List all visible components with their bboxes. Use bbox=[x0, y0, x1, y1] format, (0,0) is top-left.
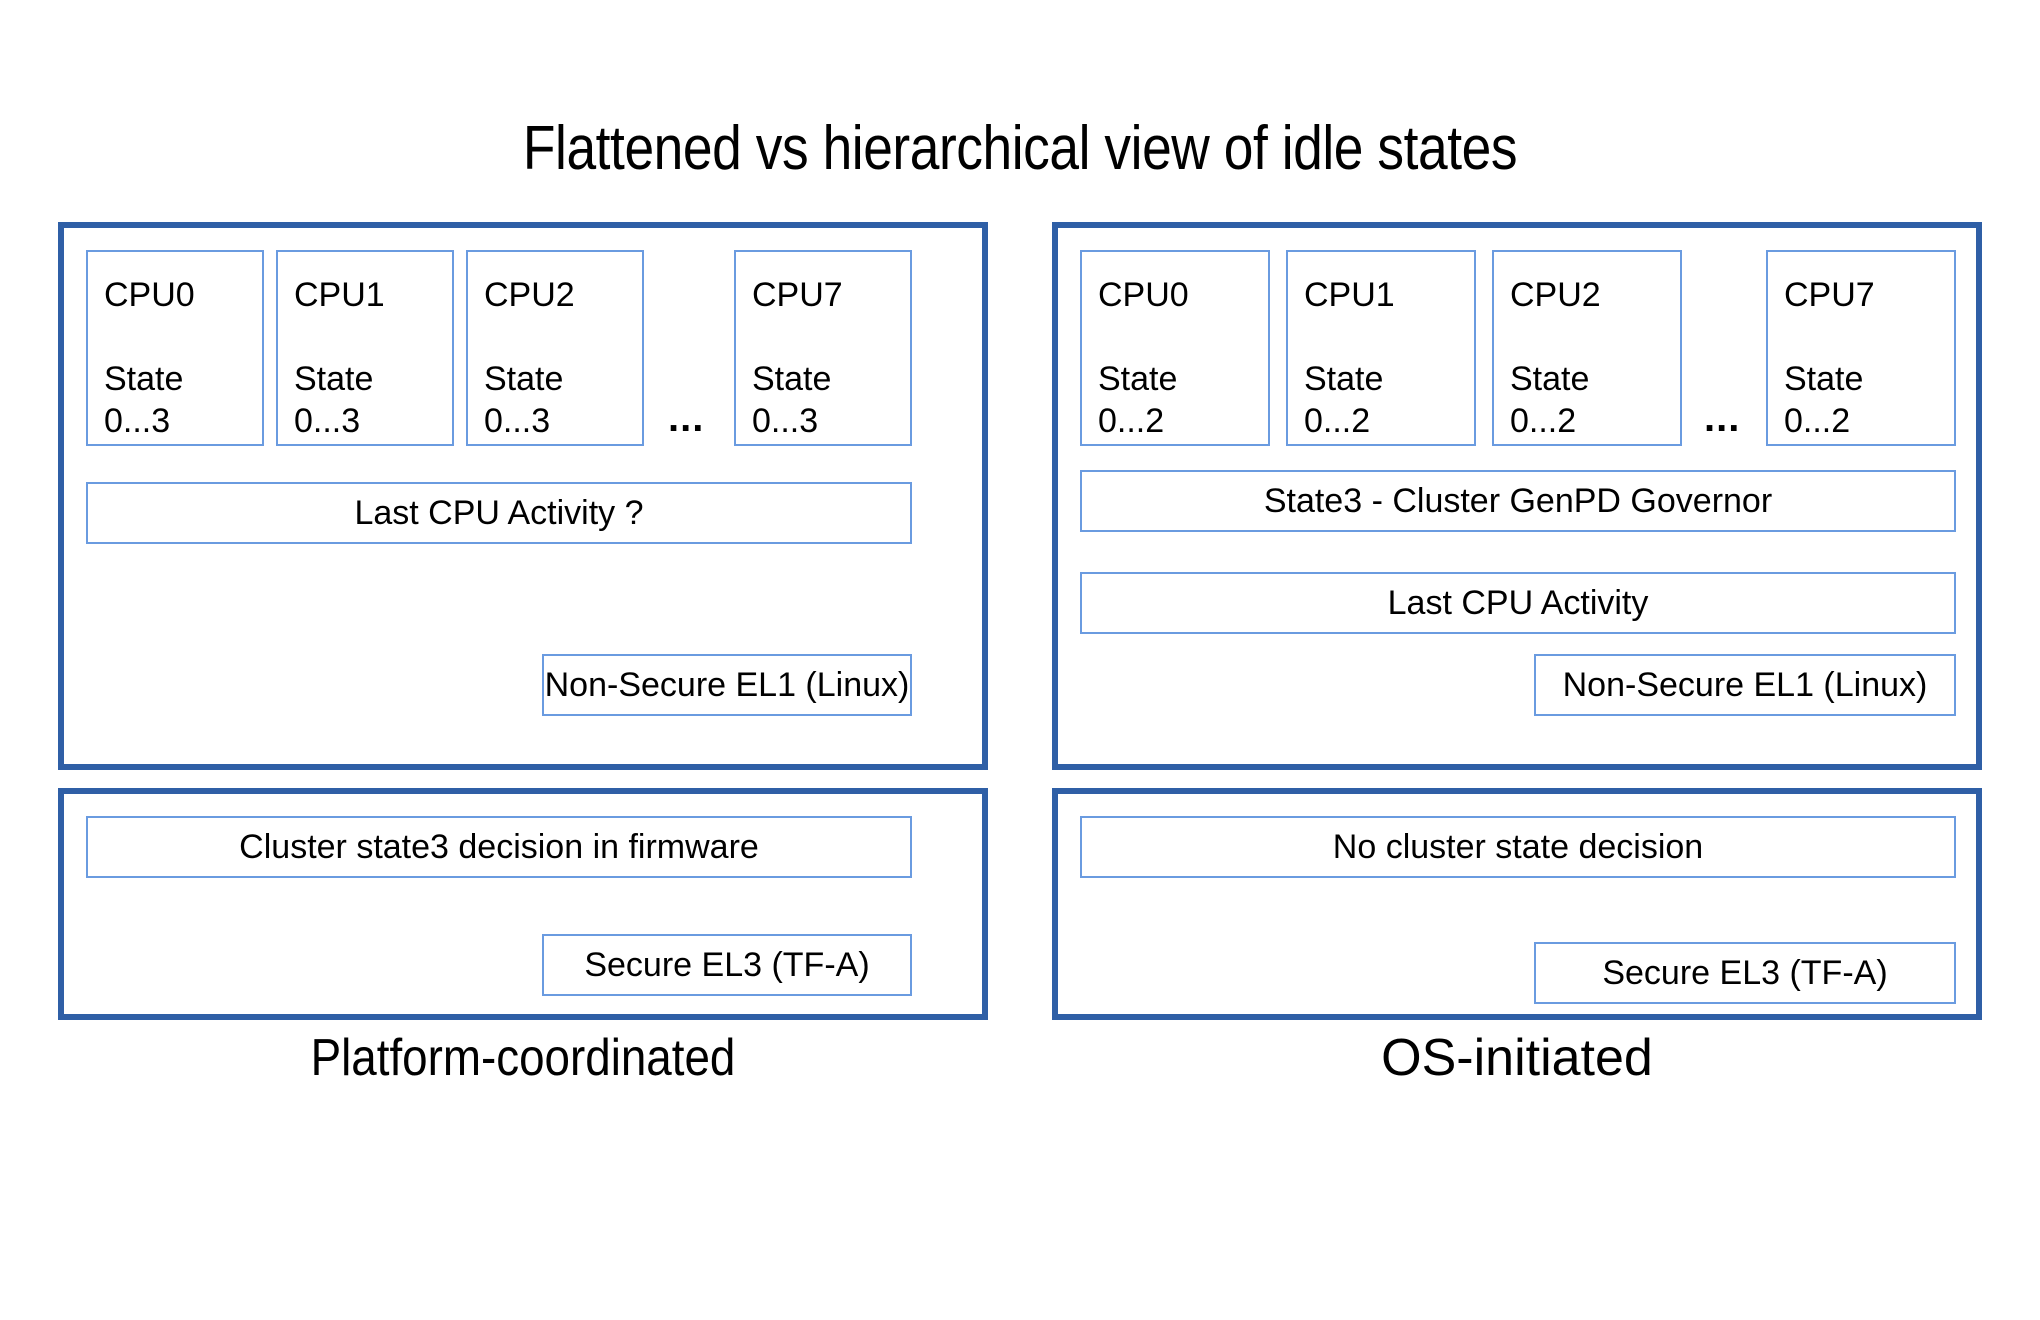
cpu-state-range: 0...3 bbox=[752, 402, 819, 440]
cpu-label: CPU1 bbox=[294, 276, 385, 314]
left-nonsecure-el1-box: Non-Secure EL1 (Linux) bbox=[542, 654, 912, 716]
cpu-state-range: 0...3 bbox=[104, 402, 171, 440]
cpu-state-range: 0...3 bbox=[294, 402, 361, 440]
cpu-label: CPU1 bbox=[1304, 276, 1395, 314]
right-secure-el3-box: Secure EL3 (TF-A) bbox=[1534, 942, 1956, 1004]
bar-label: No cluster state decision bbox=[1332, 828, 1704, 866]
right-cpu-box-7: CPU7 State 0...2 bbox=[1766, 250, 1956, 446]
cpu-state-label: State bbox=[104, 360, 184, 398]
cpu-state-range: 0...3 bbox=[484, 402, 551, 440]
right-nonsecure-el1-box: Non-Secure EL1 (Linux) bbox=[1534, 654, 1956, 716]
cpu-state-range: 0...2 bbox=[1304, 402, 1371, 440]
right-cpu-ellipsis: ... bbox=[1704, 396, 1741, 440]
bar-label: Cluster state3 decision in firmware bbox=[239, 828, 759, 866]
exception-level-label: Secure EL3 (TF-A) bbox=[584, 946, 870, 984]
left-cpu-box-0: CPU0 State 0...3 bbox=[86, 250, 264, 446]
right-cpu-box-1: CPU1 State 0...2 bbox=[1286, 250, 1476, 446]
left-cpu-box-2: CPU2 State 0...3 bbox=[466, 250, 644, 446]
cpu-label: CPU0 bbox=[104, 276, 195, 314]
right-last-cpu-activity-bar: Last CPU Activity bbox=[1080, 572, 1956, 634]
left-cpu-box-1: CPU1 State 0...3 bbox=[276, 250, 454, 446]
left-cpu-ellipsis: ... bbox=[668, 396, 705, 440]
cpu-state-range: 0...2 bbox=[1784, 402, 1851, 440]
bar-label: Last CPU Activity bbox=[1387, 584, 1649, 622]
cpu-label: CPU7 bbox=[752, 276, 843, 314]
right-cpu-box-0: CPU0 State 0...2 bbox=[1080, 250, 1270, 446]
right-firmware-panel: No cluster state decision Secure EL3 (TF… bbox=[1052, 788, 1982, 1020]
cpu-state-label: State bbox=[1510, 360, 1590, 398]
cpu-state-label: State bbox=[294, 360, 374, 398]
page-title: Flattened vs hierarchical view of idle s… bbox=[522, 114, 1518, 183]
bar-label: Last CPU Activity ? bbox=[354, 494, 644, 532]
left-secure-el3-box: Secure EL3 (TF-A) bbox=[542, 934, 912, 996]
right-cluster-genpd-governor-bar: State3 - Cluster GenPD Governor bbox=[1080, 470, 1956, 532]
left-cpu-box-7: CPU7 State 0...3 bbox=[734, 250, 912, 446]
cpu-label: CPU2 bbox=[1510, 276, 1601, 314]
cpu-label: CPU0 bbox=[1098, 276, 1189, 314]
right-os-panel: CPU0 State 0...2 CPU1 State 0...2 CPU2 S… bbox=[1052, 222, 1982, 770]
exception-level-label: Non-Secure EL1 (Linux) bbox=[544, 666, 910, 704]
left-column-caption: Platform-coordinated bbox=[310, 1029, 736, 1087]
left-last-cpu-activity-bar: Last CPU Activity ? bbox=[86, 482, 912, 544]
cpu-state-label: State bbox=[1098, 360, 1178, 398]
cpu-state-range: 0...2 bbox=[1510, 402, 1577, 440]
cpu-state-label: State bbox=[1304, 360, 1384, 398]
cpu-state-label: State bbox=[1784, 360, 1864, 398]
left-cluster-decision-bar: Cluster state3 decision in firmware bbox=[86, 816, 912, 878]
left-os-panel: CPU0 State 0...3 CPU1 State 0...3 CPU2 S… bbox=[58, 222, 988, 770]
right-no-cluster-decision-bar: No cluster state decision bbox=[1080, 816, 1956, 878]
bar-label: State3 - Cluster GenPD Governor bbox=[1263, 482, 1773, 520]
cpu-state-label: State bbox=[484, 360, 564, 398]
cpu-state-label: State bbox=[752, 360, 832, 398]
cpu-label: CPU7 bbox=[1784, 276, 1875, 314]
cpu-label: CPU2 bbox=[484, 276, 575, 314]
right-column-caption: OS-initiated bbox=[1381, 1029, 1653, 1087]
exception-level-label: Non-Secure EL1 (Linux) bbox=[1562, 666, 1928, 704]
exception-level-label: Secure EL3 (TF-A) bbox=[1602, 954, 1888, 992]
cpu-state-range: 0...2 bbox=[1098, 402, 1165, 440]
left-firmware-panel: Cluster state3 decision in firmware Secu… bbox=[58, 788, 988, 1020]
right-cpu-box-2: CPU2 State 0...2 bbox=[1492, 250, 1682, 446]
